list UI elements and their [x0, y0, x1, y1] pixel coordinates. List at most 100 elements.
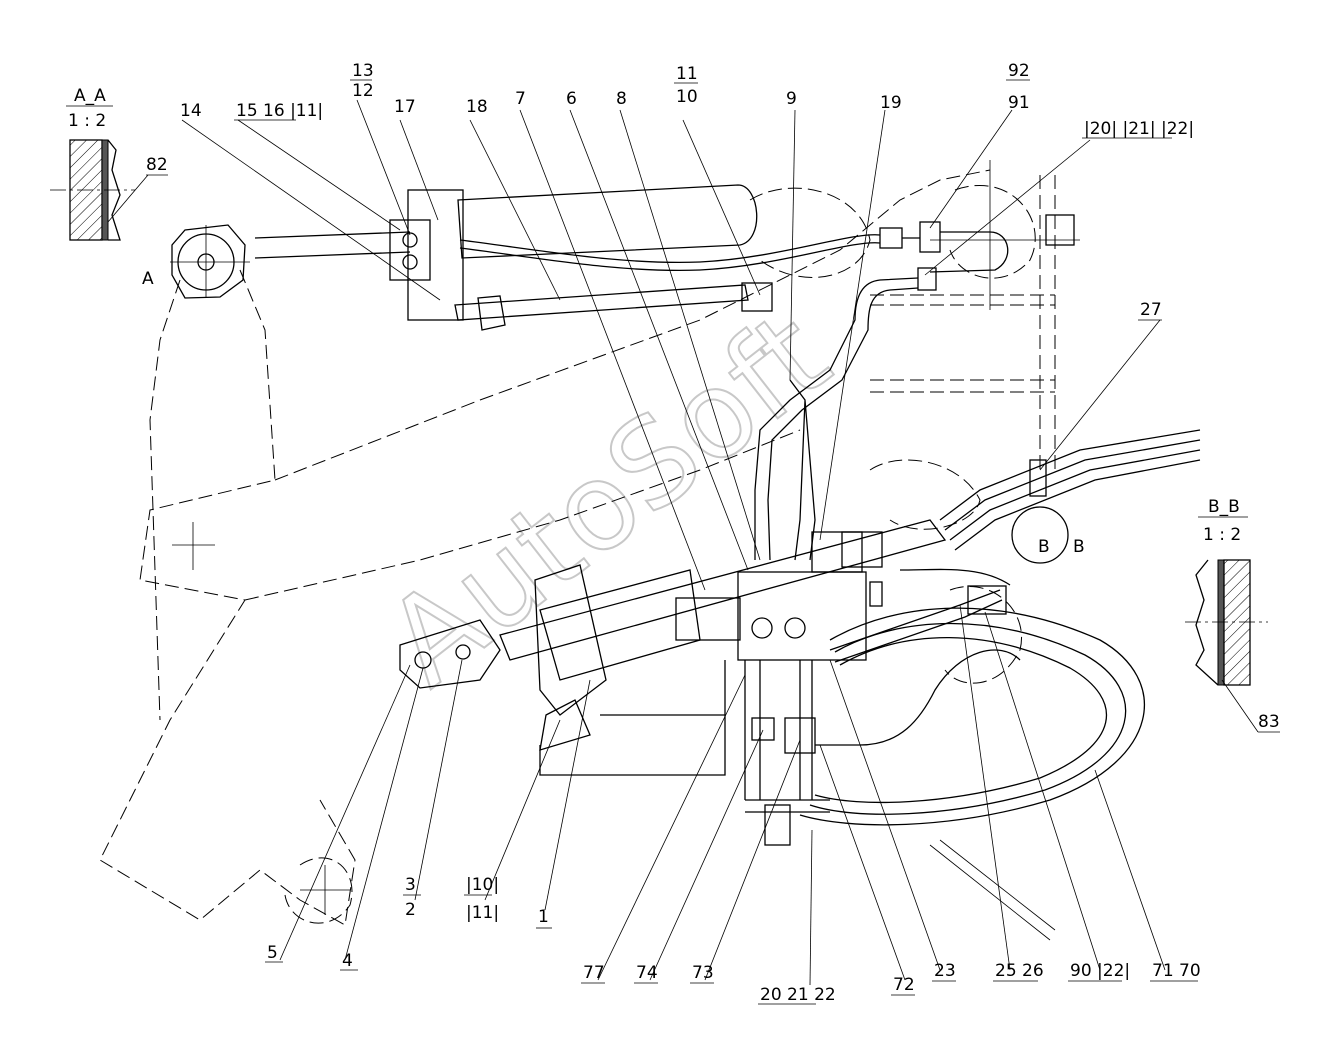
frame-beam-upper: [870, 294, 1055, 306]
bottom-pivot-hub: [284, 857, 353, 924]
leader-6: [569, 109, 749, 571]
callout-23: 23: [934, 961, 956, 981]
frame-beam-lower: [870, 379, 1055, 393]
callout-15-16-11: 15 16 |11|: [236, 101, 323, 121]
boom-mid-dashed: [244, 429, 801, 601]
valve-port-right: [784, 617, 806, 639]
callout-90-22: 90 |22|: [1070, 961, 1130, 981]
leader-92-91: [929, 109, 1013, 229]
right-loop-hose: [929, 231, 1009, 273]
callout-4: 4: [342, 951, 353, 971]
section-a-leader: [107, 174, 149, 223]
section-b-break: [1195, 559, 1219, 686]
callout-9: 9: [786, 89, 797, 109]
leader-17: [399, 119, 439, 221]
callout-91: 91: [1008, 93, 1030, 113]
leader-5: [279, 664, 411, 961]
boom-lower-outline: [99, 269, 356, 926]
callout-1: 1: [538, 907, 549, 927]
section-b-marker-right: B: [1073, 537, 1085, 557]
tie-rod-clamp: [741, 282, 773, 312]
upper-valve-port-1: [402, 232, 418, 248]
leader-25-26: [959, 604, 1011, 971]
lower-crossbar: [745, 799, 830, 813]
valve-19-block: [811, 531, 863, 573]
callout-13: 13: [352, 61, 374, 81]
callout-labels: 13 12 17 18 7 6 8 11 10 9 19 92 91 |20| …: [180, 61, 1201, 1005]
section-a-view: A_A 1 : 2 82 A: [50, 86, 168, 289]
callout-6: 6: [566, 89, 577, 109]
valve-right-fitting: [869, 581, 883, 607]
fitting-20-21-22-lower: [764, 804, 791, 846]
leader-27: [1039, 319, 1161, 471]
upper-cylinder-rod: [254, 231, 411, 259]
section-b-leader: [1221, 679, 1259, 733]
section-a-break: [107, 139, 121, 241]
boom-left-outline: [149, 279, 181, 721]
callout-10: 10: [676, 87, 698, 107]
leader-73: [704, 739, 801, 981]
frame-post: [1039, 175, 1056, 470]
clamp-27: [1029, 459, 1047, 497]
callout-5: 5: [267, 943, 278, 963]
leader-15-16-11: [237, 119, 401, 231]
callout-20-21-22: |20| |21| |22|: [1084, 119, 1194, 139]
callout-74: 74: [636, 963, 658, 983]
upper-hoses: [459, 221, 1009, 561]
section-b-body: [1223, 559, 1251, 686]
leader-77: [597, 674, 746, 981]
lower-vertical-pipes: [744, 660, 813, 800]
boom-upper-dashed: [274, 169, 991, 481]
callout-25-26: 25 26: [995, 961, 1044, 981]
callout-2: 2: [405, 900, 416, 920]
hose-to-right: [815, 649, 1021, 746]
tie-rod-bracket: [477, 295, 506, 331]
callout-83: 83: [1258, 712, 1280, 732]
upper-valve-block: [389, 219, 431, 281]
upper-round-hub: [749, 187, 871, 278]
watermark: AutoSoft: [361, 285, 855, 714]
lower-hoses: B B: [539, 429, 1201, 941]
callout-18: 18: [466, 97, 488, 117]
lower-cylinder-head: [534, 564, 607, 716]
leader-71-70: [1094, 769, 1166, 971]
down-pipe-left: [754, 277, 919, 560]
leader-7: [519, 109, 706, 591]
callout-72: 72: [893, 975, 915, 995]
fitting-74: [751, 717, 775, 741]
hose-bundle-right: [939, 429, 1201, 551]
upper-cylinder-barrel: [457, 184, 758, 259]
long-hose-middle: [809, 622, 1127, 815]
callout-73: 73: [692, 963, 714, 983]
hose-upper-right-bend: [899, 568, 1011, 586]
fitting-91-92: [919, 221, 941, 253]
callout-7: 7: [515, 89, 526, 109]
callout-17: 17: [394, 97, 416, 117]
leader-11-10: [682, 119, 761, 296]
section-a-marker: A: [142, 269, 154, 289]
section-b-scale: 1 : 2: [1203, 525, 1241, 545]
valve-solenoid: [841, 531, 883, 568]
leader-4: [344, 667, 424, 961]
upper-hose-fitting: [879, 227, 903, 249]
section-b-location: [1011, 506, 1069, 564]
upper-cylinder: [170, 184, 773, 331]
callout-11-lower: |11|: [466, 903, 499, 923]
right-frame: [870, 160, 1080, 470]
section-b-seal: [1217, 559, 1225, 686]
fitting-90: [967, 585, 1007, 615]
lower-tie-rod: [454, 284, 749, 321]
central-valve: [675, 531, 883, 661]
section-b-title: B_B: [1208, 497, 1240, 517]
upper-right-hub: [949, 184, 1036, 279]
leader-20-21-22: [924, 139, 1091, 276]
callout-20-21-22-lower: 20 21 22: [760, 985, 836, 1005]
leader-9: [789, 109, 796, 381]
upper-cylinder-head-block: [407, 189, 464, 321]
leader-8: [619, 109, 761, 561]
callout-19: 19: [880, 93, 902, 113]
watermark-text: AutoSoft: [362, 286, 854, 713]
middle-right-hub: [869, 459, 981, 530]
upper-hose-1b: [459, 242, 881, 272]
